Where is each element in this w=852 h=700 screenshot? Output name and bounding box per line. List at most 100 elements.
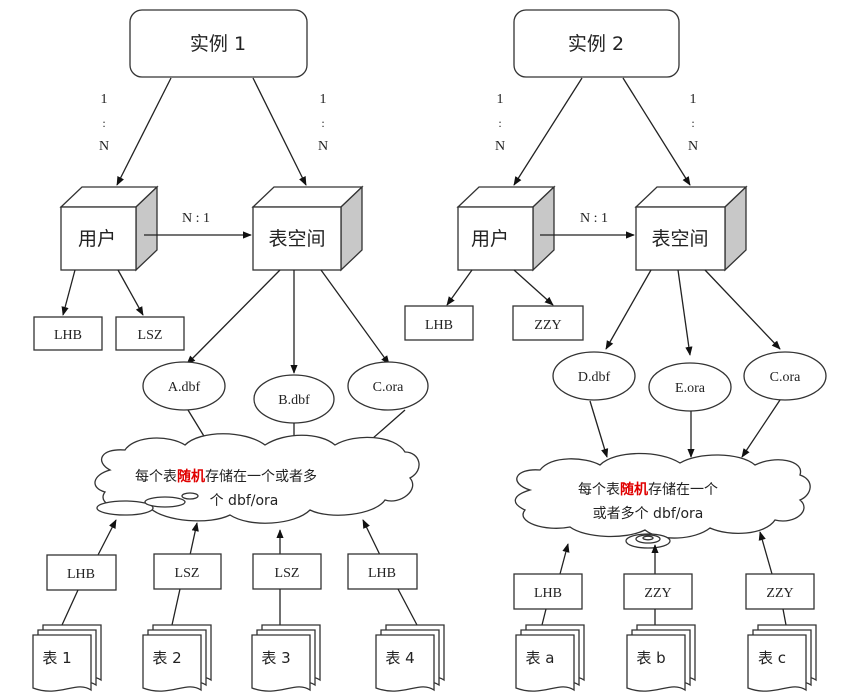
instance-label: 实例 1 [190,33,246,55]
instance-label: 实例 2 [568,33,624,55]
svg-text::: : [102,116,105,130]
datafile-node: E.ora [648,362,732,412]
table-label: 表 c [758,649,786,667]
svg-text:E.ora: E.ora [675,381,706,396]
user-box: LHB [404,305,474,341]
cloud-text-line2: 个 dbf/ora [210,493,279,509]
svg-text:1: 1 [690,92,697,107]
table-label: 表 3 [261,649,290,667]
owner-box: LHB [347,553,418,590]
table-label: 表 1 [42,649,71,667]
edge-tablespace-datafile [605,269,652,350]
owner-box: LSZ [252,553,322,590]
svg-text:N: N [688,139,698,154]
edge-owner-cloud [758,531,773,575]
edge-user-lhb [61,269,76,316]
instance-node: 实例 1 [129,9,308,78]
edge-tablespace-datafile [320,269,390,365]
edge-owner-table [397,588,418,626]
cardinality-instance-user: 1 : N [99,92,109,154]
svg-text::: : [691,116,694,130]
edge-datafile-cloud [741,399,781,458]
table-doc-stack: 表 1 [32,624,102,692]
edge-instance-tablespace [622,77,691,186]
cardinality-user-tablespace: N : 1 [580,211,608,226]
edge-user-zzy [513,269,554,306]
diagram-instance-2: 实例 2 1 : N 1 : N 用户 表空间 N : 1 [404,9,827,692]
cardinality-instance-user: 1 : N [495,92,505,154]
edge-owner-cloud [362,519,381,556]
svg-text:C.ora: C.ora [373,380,405,395]
edge-datafile-cloud [589,400,609,458]
user-cube: 用户 [456,185,556,272]
edge-owner-cloud [559,543,570,575]
datafile-node: D.dbf [552,351,636,401]
edge-instance-user [116,77,172,186]
svg-text:LSZ: LSZ [138,328,163,343]
user-box: LSZ [115,316,185,351]
edge-tablespace-datafile [186,269,281,365]
edge-tablespace-datafile [677,269,693,356]
cloud-text-line1: 每个表随机存储在一个 [578,481,718,498]
user-box: LHB [33,316,103,351]
cloud-text-line2: 或者多个 dbf/ora [593,505,704,522]
svg-text:ZZY: ZZY [644,586,671,601]
datafile-node: A.dbf [142,361,226,411]
cloud-text-line1: 每个表随机存储在一个或者多 [135,468,317,485]
table-doc-stack: 表 4 [375,624,445,692]
user-label: 用户 [471,228,509,250]
storage-cloud: 每个表随机存储在一个或者多 个 dbf/ora [94,433,420,524]
table-doc-stack: 表 3 [251,624,321,692]
storage-cloud: 每个表随机存储在一个 或者多个 dbf/ora [514,452,811,549]
table-label: 表 2 [152,649,181,667]
table-label: 表 b [636,649,665,667]
svg-text:LHB: LHB [534,586,562,601]
svg-text:LHB: LHB [54,328,82,343]
tablespace-cube: 表空间 [634,185,748,272]
svg-text:N: N [318,139,328,154]
owner-box: ZZY [623,573,693,610]
svg-text:1: 1 [320,92,327,107]
user-box: ZZY [512,305,584,341]
edge-owner-table [541,608,547,626]
edge-tablespace-datafile [704,269,781,350]
edge-owner-table [61,589,79,626]
svg-text::: : [321,116,324,130]
table-doc-stack: 表 2 [142,624,212,692]
edge-user-lsz [117,269,144,316]
svg-text:ZZY: ZZY [534,318,561,333]
svg-text:1: 1 [497,92,504,107]
owner-box: LHB [513,573,583,610]
svg-text:A.dbf: A.dbf [168,380,201,395]
edge-owner-table [782,608,787,626]
owner-box: LSZ [153,553,222,590]
edge-user-lhb [446,269,473,306]
datafile-node: B.dbf [253,374,335,424]
table-doc-stack: 表 a [515,624,585,692]
datafile-node: C.ora [743,351,827,401]
svg-text:LHB: LHB [67,567,95,582]
cardinality-user-tablespace: N : 1 [182,211,210,226]
svg-text:ZZY: ZZY [766,586,793,601]
tablespace-label: 表空间 [268,228,325,250]
svg-text:C.ora: C.ora [770,370,802,385]
table-doc-stack: 表 c [747,624,817,692]
edge-owner-table [171,588,181,626]
user-label: 用户 [78,228,116,250]
table-label: 表 a [526,649,555,667]
table-label: 表 4 [385,649,414,667]
table-doc-stack: 表 b [626,624,696,692]
user-cube: 用户 [59,185,159,272]
svg-text:N: N [495,139,505,154]
diagram-instance-1: 实例 1 1 : N 1 : N 用户 表空间 [32,9,445,692]
edge-instance-user [513,77,583,186]
svg-text::: : [498,116,501,130]
svg-text:D.dbf: D.dbf [578,370,611,385]
datafile-node: C.ora [347,361,429,411]
svg-text:N: N [99,139,109,154]
instance-node: 实例 2 [513,9,680,78]
cardinality-instance-tablespace: 1 : N [318,92,328,154]
svg-text:1: 1 [101,92,108,107]
owner-box: ZZY [745,573,815,610]
